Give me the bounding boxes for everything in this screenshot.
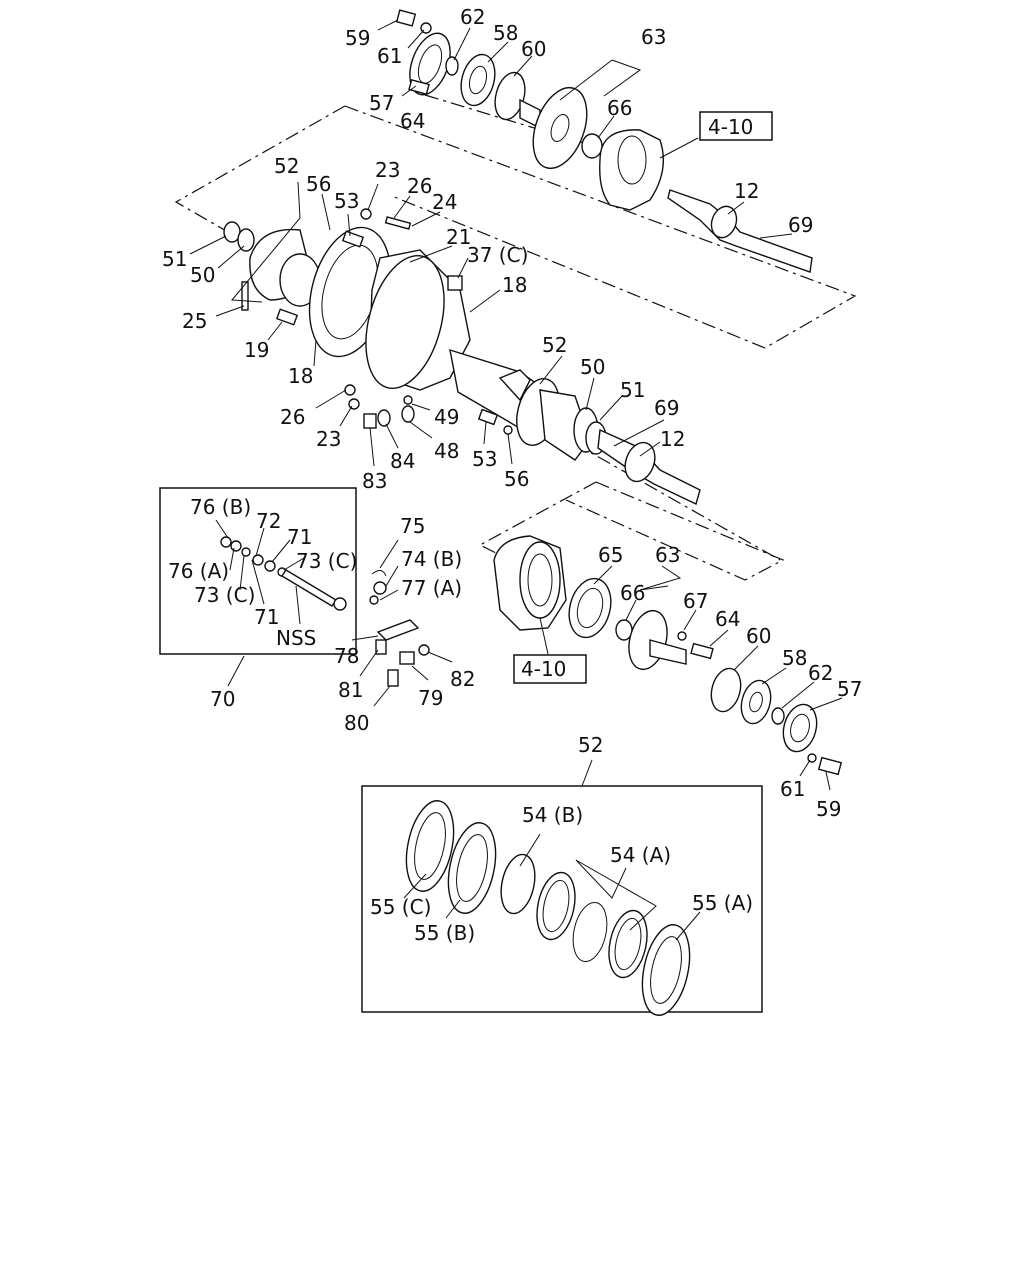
callout-c48: 75 (400, 514, 425, 538)
callout-c71: 54 (A) (610, 843, 671, 867)
callout-c16: 53 (334, 189, 359, 213)
axle-centerline (409, 349, 781, 561)
upper-group-boundary-right (344, 105, 857, 349)
lower-axle-boundary (565, 481, 785, 581)
callout-c54: 67 (683, 589, 708, 613)
leader-lines (189, 19, 843, 941)
tie-rod-parts (220, 536, 347, 611)
seal-ring-set (405, 800, 691, 1016)
lower-hub-assembly (369, 535, 843, 776)
callout-c52: 63 (655, 543, 680, 567)
upper-group-boundary (174, 105, 346, 233)
callout-c23: 18 (502, 273, 527, 297)
callout-c32: 23 (316, 427, 341, 451)
callout-c58: 62 (808, 661, 833, 685)
callout-c28: 50 (580, 355, 605, 379)
callout-c51: 65 (598, 543, 623, 567)
callout-c69: 52 (578, 733, 603, 757)
callout-c53: 66 (620, 581, 645, 605)
callout-c1: 59 (345, 26, 370, 50)
callout-c43: 73 (C) (296, 549, 357, 573)
callout-c25: 19 (244, 338, 269, 362)
reference-box-lower (513, 654, 587, 684)
callout-c65: 4-10 (521, 657, 566, 681)
callout-c35: 83 (362, 469, 387, 493)
callout-c3: 62 (460, 5, 485, 29)
callout-c6: 63 (641, 25, 666, 49)
callout-c56: 60 (746, 624, 771, 648)
callout-c40: 76 (B) (190, 495, 251, 519)
callout-c29: 51 (620, 378, 645, 402)
callout-c8: 64 (400, 109, 425, 133)
callout-c12: 56 (306, 172, 331, 196)
callout-c26: 18 (288, 364, 313, 388)
callout-c37: 48 (434, 439, 459, 463)
callout-c24: 25 (182, 309, 207, 333)
callout-c55: 64 (715, 607, 740, 631)
callout-c68: 59 (816, 797, 841, 821)
callout-c18: 69 (788, 213, 813, 237)
callout-c10: 4-10 (708, 115, 753, 139)
callout-c59: 57 (837, 677, 862, 701)
differential-housing (223, 208, 701, 505)
callout-c73: 55 (A) (692, 891, 753, 915)
callout-c17: 12 (734, 179, 759, 203)
hub-centerline (424, 94, 641, 161)
callout-c27: 52 (542, 333, 567, 357)
inset-box-52 (361, 785, 763, 1013)
callout-c4: 58 (493, 21, 518, 45)
callout-c42: 71 (287, 525, 312, 549)
inset-box-70 (159, 487, 357, 655)
callout-c49: 74 (B) (401, 547, 462, 571)
callout-c64: 80 (344, 711, 369, 735)
callout-c61: 82 (450, 667, 475, 691)
callout-c47: NSS (276, 626, 316, 650)
callout-c66: 70 (210, 687, 235, 711)
callout-c74: 55 (B) (414, 921, 475, 945)
callout-c41: 72 (256, 509, 281, 533)
callout-c63: 79 (418, 686, 443, 710)
callout-c5: 60 (521, 37, 546, 61)
callout-c46: 71 (254, 605, 279, 629)
callout-c30: 69 (654, 396, 679, 420)
callout-c39: 56 (504, 467, 529, 491)
callout-c36: 84 (390, 449, 415, 473)
callout-c70: 54 (B) (522, 803, 583, 827)
callout-c9: 66 (607, 96, 632, 120)
callout-c57: 58 (782, 646, 807, 670)
callout-c2: 61 (377, 44, 402, 68)
callout-c72: 55 (C) (370, 895, 431, 919)
callout-c45: 73 (C) (194, 583, 255, 607)
callout-c34: 12 (660, 427, 685, 451)
callout-c67: 61 (780, 777, 805, 801)
callout-c7: 57 (369, 91, 394, 115)
callout-c60: 78 (334, 644, 359, 668)
reference-box-upper (699, 111, 773, 141)
callout-c11: 52 (274, 154, 299, 178)
callout-c33: 49 (434, 405, 459, 429)
callout-c20: 37 (C) (467, 243, 528, 267)
callout-c38: 53 (472, 447, 497, 471)
callout-c44: 76 (A) (168, 559, 229, 583)
callout-c15: 24 (432, 190, 457, 214)
callout-c50: 77 (A) (401, 576, 462, 600)
top-hub-assembly (395, 9, 813, 273)
callout-c22: 50 (190, 263, 215, 287)
callout-c19: 21 (446, 225, 471, 249)
callout-c31: 26 (280, 405, 305, 429)
callout-c21: 51 (162, 247, 187, 271)
callout-c14: 26 (407, 174, 432, 198)
callout-c13: 23 (375, 158, 400, 182)
callout-c62: 81 (338, 678, 363, 702)
